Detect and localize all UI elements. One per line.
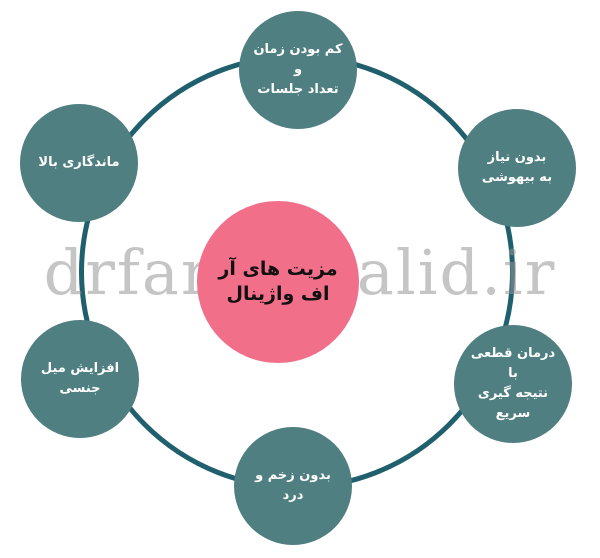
benefit-node-upper-left: ماندگاری بالا [20, 104, 138, 222]
benefit-label-top: کم بودن زمان و تعداد جلسات [253, 41, 343, 98]
benefit-node-top: کم بودن زمان و تعداد جلسات [239, 11, 357, 129]
benefit-label-lower-left: افزایش میل جنسی [40, 360, 120, 396]
benefit-node-upper-right: بدون نیاز به بیهوشی [458, 109, 576, 227]
benefit-label-upper-left: ماندگاری بالا [38, 154, 120, 170]
benefit-node-bottom: بدون زخم و درد [234, 427, 352, 545]
center-title: مزیت های آر اف واژینال [218, 258, 338, 305]
benefit-label-lower-right: درمان قطعی با نتیجه گیری سریع [470, 345, 556, 422]
benefit-node-lower-left: افزایش میل جنسی [21, 320, 139, 438]
benefit-label-upper-right: بدون نیاز به بیهوشی [481, 149, 553, 185]
center-circle: مزیت های آر اف واژینال [197, 201, 359, 363]
benefit-label-bottom: بدون زخم و درد [255, 467, 331, 503]
benefit-node-lower-right: درمان قطعی با نتیجه گیری سریع [454, 325, 572, 443]
